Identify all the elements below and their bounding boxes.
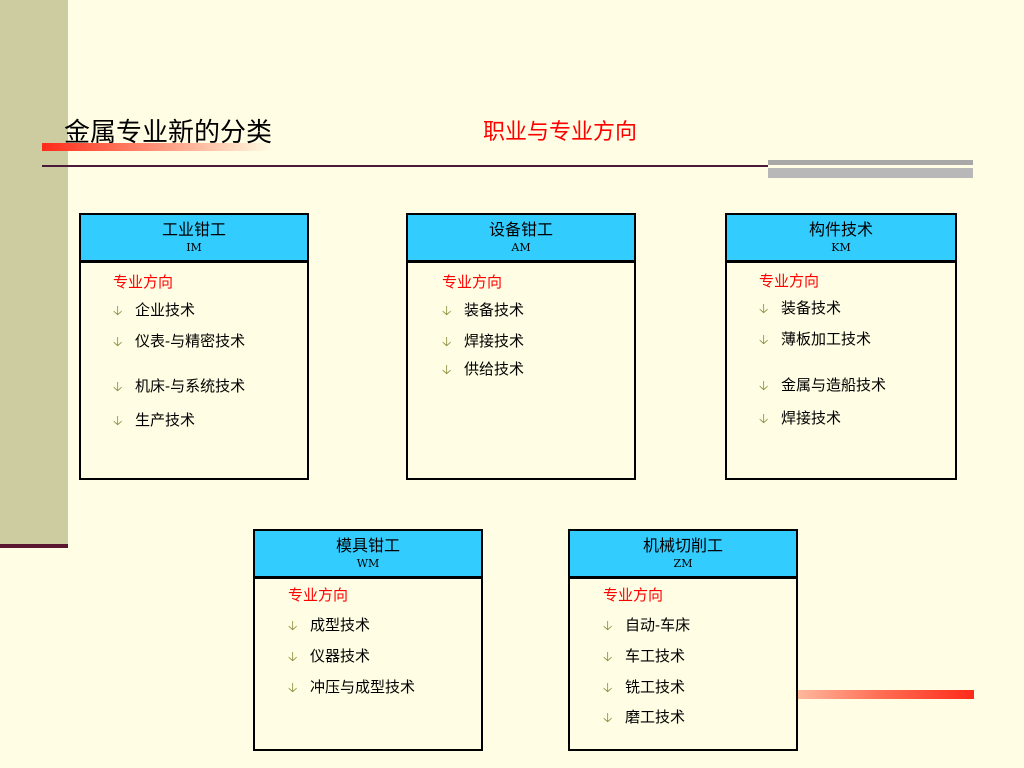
card-code: ZM bbox=[673, 557, 693, 570]
card-km: 构件技术 KM 专业方向 🡣装备技术 🡣薄板加工技术 🡣金属与造船技术 🡣焊接技… bbox=[725, 213, 957, 480]
arrow-down-icon: 🡣 bbox=[759, 333, 769, 348]
arrow-down-icon: 🡣 bbox=[442, 363, 452, 378]
card-code: WM bbox=[356, 557, 380, 570]
card-code: KM bbox=[831, 241, 851, 254]
card-im: 工业钳工 IM 专业方向 🡣企业技术 🡣仪表-与精密技术 🡣机床-与系统技术 🡣… bbox=[79, 213, 309, 480]
card-am: 设备钳工 AM 专业方向 🡣装备技术 🡣焊接技术 🡣供给技术 bbox=[406, 213, 636, 480]
arrow-down-icon: 🡣 bbox=[603, 650, 613, 665]
list-item: 🡣焊接技术 bbox=[442, 330, 524, 355]
arrow-down-icon: 🡣 bbox=[442, 304, 452, 319]
card-title: 设备钳工 bbox=[488, 220, 553, 239]
card-header: 机械切削工 ZM bbox=[570, 531, 796, 579]
page-subtitle: 职业与专业方向 bbox=[483, 120, 638, 145]
card-code: AM bbox=[511, 241, 531, 254]
title-red-accent bbox=[42, 143, 272, 151]
list-item: 🡣生产技术 bbox=[113, 409, 195, 434]
list-item: 🡣焊接技术 bbox=[759, 407, 841, 432]
card-header: 模具钳工 WM bbox=[255, 531, 481, 579]
arrow-down-icon: 🡣 bbox=[113, 335, 123, 350]
list-item: 🡣供给技术 bbox=[442, 358, 524, 383]
direction-label: 专业方向 bbox=[759, 272, 820, 290]
list-item: 🡣装备技术 bbox=[759, 297, 841, 322]
card-code: IM bbox=[186, 241, 202, 254]
arrow-down-icon: 🡣 bbox=[288, 619, 298, 634]
list-item: 🡣成型技术 bbox=[288, 614, 370, 639]
list-item: 🡣车工技术 bbox=[603, 645, 685, 670]
list-item: 🡣机床-与系统技术 bbox=[113, 375, 245, 400]
list-item: 🡣装备技术 bbox=[442, 299, 524, 324]
card-header: 工业钳工 IM bbox=[81, 215, 307, 263]
direction-label: 专业方向 bbox=[113, 273, 174, 291]
left-bar-underline bbox=[0, 544, 68, 548]
card-title: 工业钳工 bbox=[161, 220, 226, 239]
list-item: 🡣仪器技术 bbox=[288, 645, 370, 670]
direction-label: 专业方向 bbox=[288, 586, 349, 604]
arrow-down-icon: 🡣 bbox=[288, 650, 298, 665]
card-title: 机械切削工 bbox=[642, 536, 723, 555]
direction-label: 专业方向 bbox=[442, 273, 503, 291]
header-divider bbox=[42, 165, 972, 167]
list-item: 🡣自动-车床 bbox=[603, 614, 690, 639]
direction-label: 专业方向 bbox=[603, 586, 664, 604]
left-decorative-bar bbox=[0, 0, 68, 547]
list-item: 🡣企业技术 bbox=[113, 299, 195, 324]
arrow-down-icon: 🡣 bbox=[759, 379, 769, 394]
arrow-down-icon: 🡣 bbox=[113, 304, 123, 319]
arrow-down-icon: 🡣 bbox=[442, 335, 452, 350]
arrow-down-icon: 🡣 bbox=[603, 711, 613, 726]
card-header: 设备钳工 AM bbox=[408, 215, 634, 263]
arrow-down-icon: 🡣 bbox=[603, 681, 613, 696]
card-wm: 模具钳工 WM 专业方向 🡣成型技术 🡣仪器技术 🡣冲压与成型技术 bbox=[253, 529, 483, 751]
arrow-down-icon: 🡣 bbox=[288, 681, 298, 696]
card-title: 构件技术 bbox=[808, 220, 873, 239]
bottom-red-accent bbox=[720, 690, 974, 699]
arrow-down-icon: 🡣 bbox=[759, 412, 769, 427]
header-gray-accent bbox=[768, 160, 973, 178]
card-header: 构件技术 KM bbox=[727, 215, 955, 263]
card-title: 模具钳工 bbox=[335, 536, 400, 555]
list-item: 🡣磨工技术 bbox=[603, 706, 685, 731]
list-item: 🡣薄板加工技术 bbox=[759, 328, 871, 353]
list-item: 🡣冲压与成型技术 bbox=[288, 676, 415, 701]
arrow-down-icon: 🡣 bbox=[113, 380, 123, 395]
list-item: 🡣仪表-与精密技术 bbox=[113, 330, 245, 355]
list-item: 🡣金属与造船技术 bbox=[759, 374, 886, 399]
arrow-down-icon: 🡣 bbox=[759, 302, 769, 317]
arrow-down-icon: 🡣 bbox=[603, 619, 613, 634]
card-zm: 机械切削工 ZM 专业方向 🡣自动-车床 🡣车工技术 🡣铣工技术 🡣磨工技术 bbox=[568, 529, 798, 751]
list-item: 🡣铣工技术 bbox=[603, 676, 685, 701]
arrow-down-icon: 🡣 bbox=[113, 414, 123, 429]
